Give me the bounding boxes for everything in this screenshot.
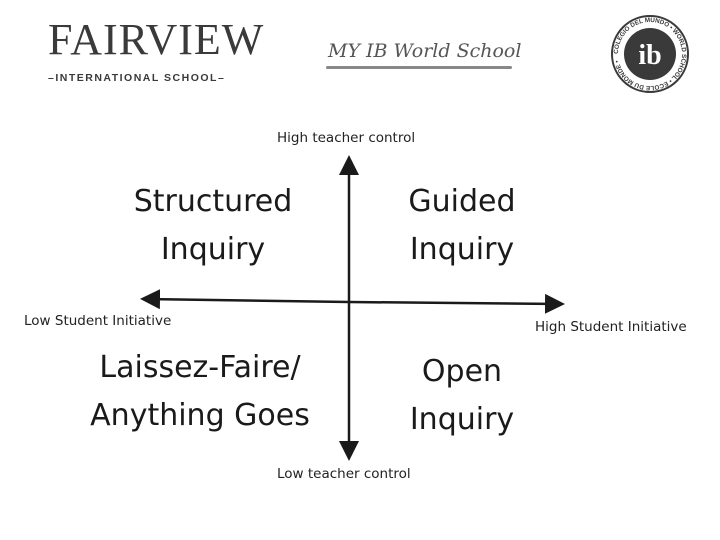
my-ib-world-school-logo: MY IB World School xyxy=(328,40,522,62)
quadrant-line: Anything Goes xyxy=(90,398,310,433)
quadrant-open-inquiry: Open Inquiry xyxy=(372,348,552,444)
myib-underline xyxy=(326,66,512,69)
quadrant-line: Inquiry xyxy=(409,402,515,437)
quadrant-line: Inquiry xyxy=(409,232,515,267)
quadrant-laissez-faire: Laissez-Faire/ Anything Goes xyxy=(70,344,330,440)
ib-seal-logo: COLEGIO DEL MUNDO • WORLD SCHOOL • ÉCOLE… xyxy=(611,15,689,93)
ib-seal-inner-circle xyxy=(624,28,676,80)
quadrant-structured-inquiry: Structured Inquiry xyxy=(100,178,326,274)
ib-seal-letters: ib xyxy=(638,40,661,71)
quadrant-line: Guided xyxy=(408,184,516,219)
axis-label-high-teacher-control: High teacher control xyxy=(277,130,416,146)
quadrant-guided-inquiry: Guided Inquiry xyxy=(372,178,552,274)
quadrant-line: Open xyxy=(421,354,503,389)
axis-label-high-student-initiative: High Student Initiative xyxy=(535,319,687,335)
axis-label-low-student-initiative: Low Student Initiative xyxy=(24,313,172,329)
axis-arrow-left xyxy=(140,289,350,310)
axis-label-low-teacher-control: Low teacher control xyxy=(277,466,411,482)
fairview-logo-subtitle: –INTERNATIONAL SCHOOL– xyxy=(48,72,226,84)
quadrant-line: Laissez-Faire/ xyxy=(99,350,301,385)
fairview-logo: FAIRVIEW xyxy=(48,15,265,64)
quadrant-line: Inquiry xyxy=(160,232,266,267)
quadrant-line: Structured xyxy=(133,184,293,219)
axis-arrow-right xyxy=(348,293,565,314)
